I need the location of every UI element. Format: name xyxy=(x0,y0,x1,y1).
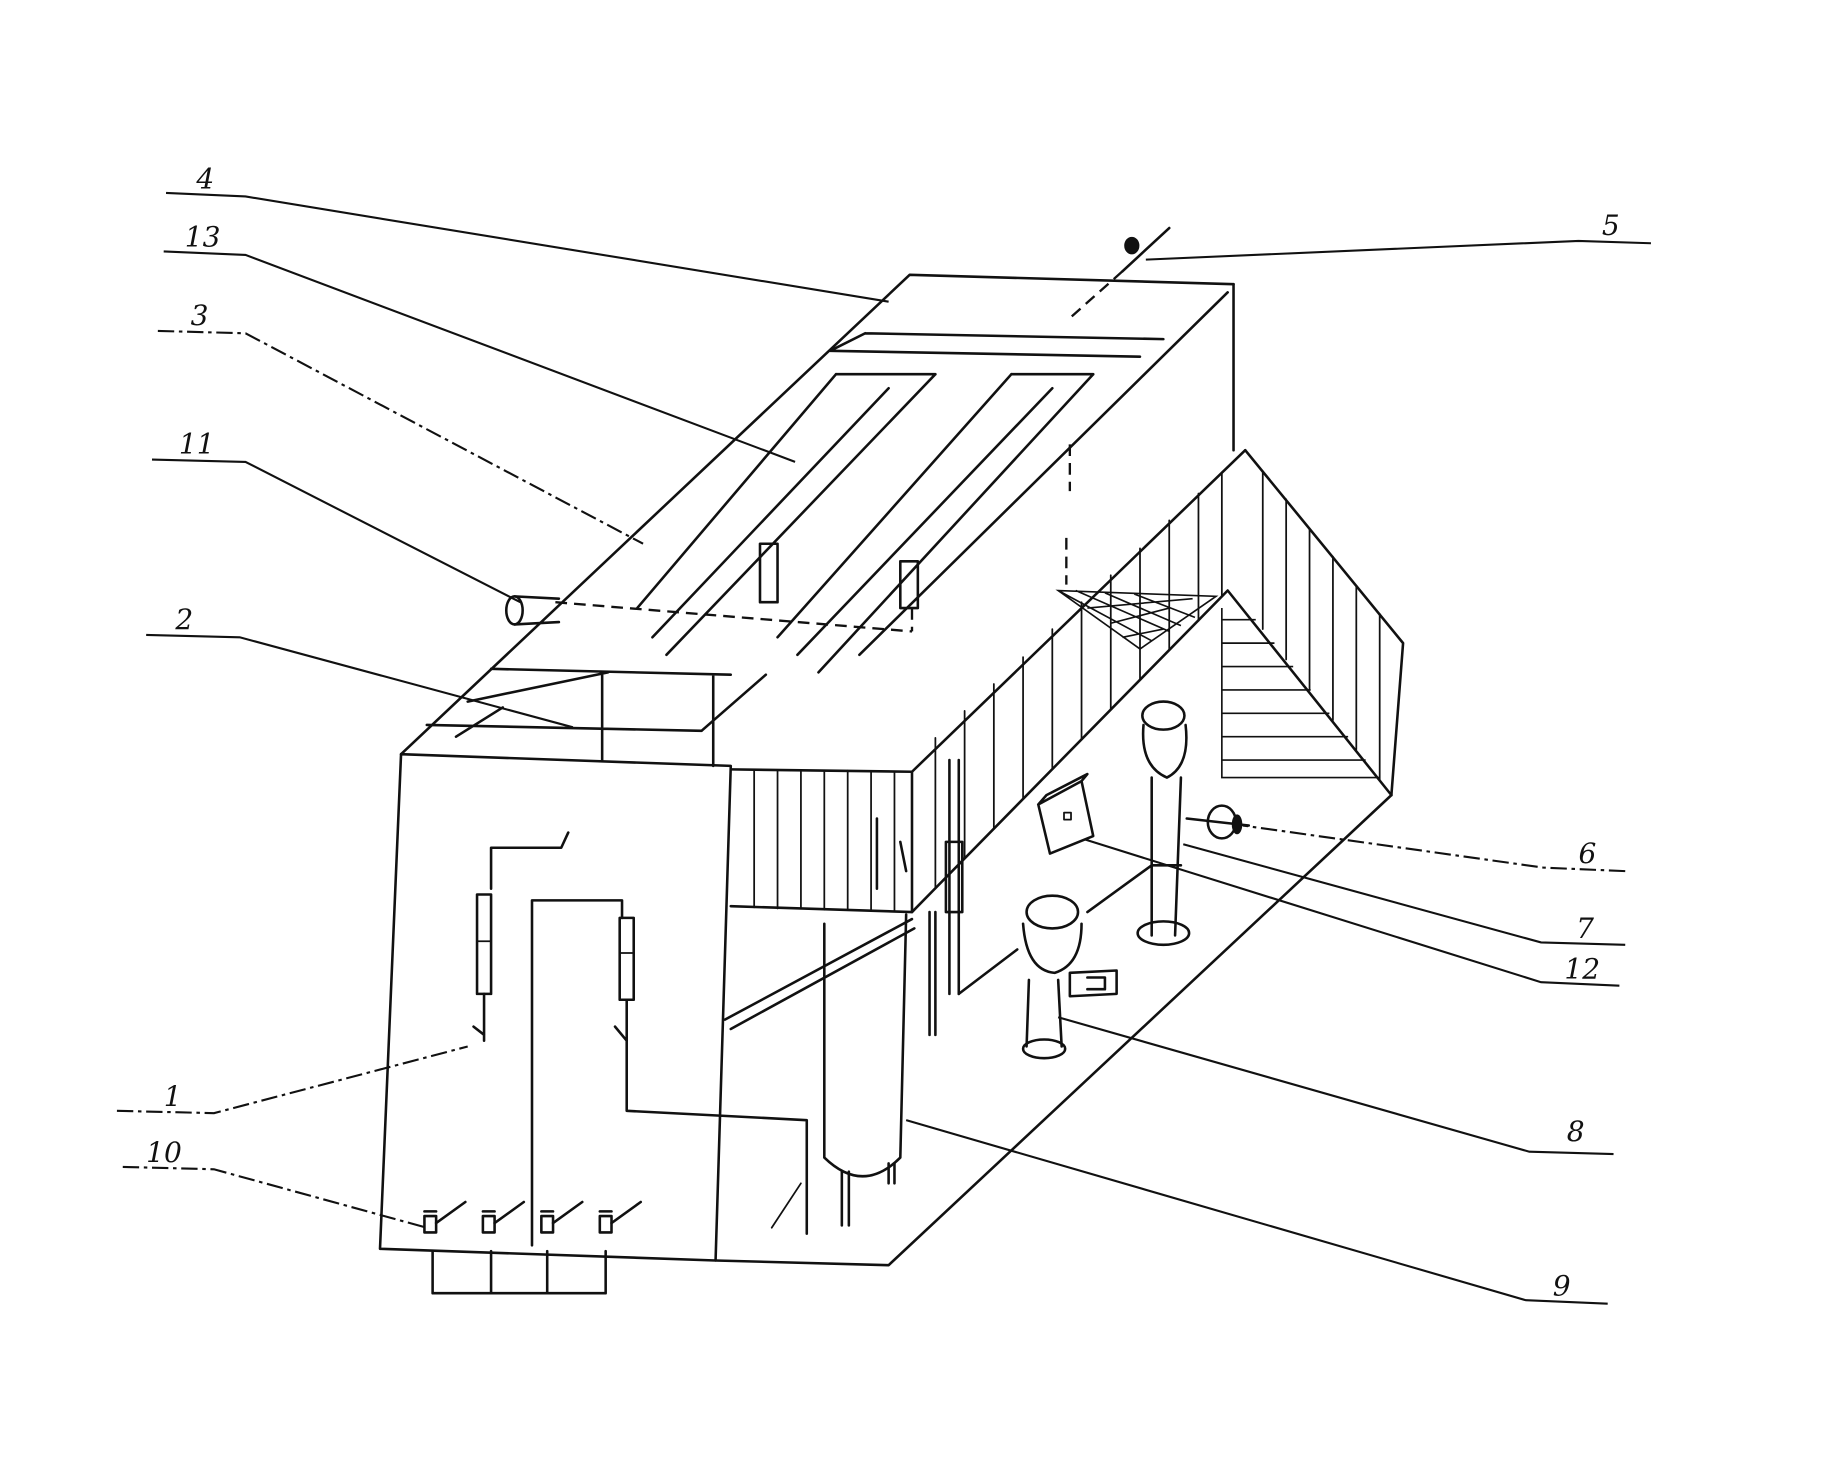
motor-drum-end xyxy=(1231,814,1243,835)
flowmeter-left xyxy=(475,893,493,996)
end-wall-slats xyxy=(1261,470,1381,781)
trough-left xyxy=(635,372,937,657)
valve-4-handle xyxy=(598,1200,643,1225)
inner-floor-edge xyxy=(770,1182,802,1229)
valve-3-handle xyxy=(540,1200,584,1225)
front-face-piping xyxy=(423,831,809,1295)
vertical-pipe-pair xyxy=(928,758,961,1037)
callout-label-8: 8 xyxy=(1567,1115,1585,1148)
exhaust-pipe-assembly xyxy=(1065,226,1171,585)
leader-line-2 xyxy=(146,633,574,729)
exhaust-pipe-hidden xyxy=(1065,270,1124,585)
upper-pipe-left xyxy=(489,831,570,890)
interior-pipes xyxy=(928,758,1153,1037)
valve-1 xyxy=(423,1214,438,1234)
pump-7-base xyxy=(1136,920,1191,947)
end-floor-grating xyxy=(1221,608,1380,779)
front-compartments xyxy=(425,667,768,768)
trough-right xyxy=(776,372,1095,674)
pump-7-head xyxy=(1141,700,1186,731)
callout-labels: 4 13 3 11 2 1 10 5 6 7 12 8 9 xyxy=(146,162,1620,1302)
top-left-long-edge xyxy=(399,273,1235,756)
tank-legs xyxy=(840,1162,896,1227)
pump-7-body xyxy=(1141,723,1188,779)
pump-8-head xyxy=(1025,894,1080,930)
top-interior xyxy=(425,331,1165,768)
leader-line-6 xyxy=(1242,824,1626,873)
main-vertical-pipe xyxy=(530,899,624,1247)
leader-line-1 xyxy=(116,1045,468,1115)
diagonal-strut xyxy=(723,917,916,1031)
leader-line-13 xyxy=(163,250,796,463)
flowmeter-right xyxy=(618,916,636,1002)
pump-7 xyxy=(1136,700,1191,947)
open-side-top-edge xyxy=(729,448,1247,774)
interior-flowmeter xyxy=(944,840,964,914)
floor-pipe xyxy=(957,863,1153,996)
slatted-walls xyxy=(753,470,1381,912)
callout-label-5: 5 xyxy=(1602,209,1620,242)
callout-label-4: 4 xyxy=(195,162,214,195)
container-body xyxy=(378,273,1405,1267)
right-end-frame xyxy=(1243,448,1405,797)
valve-left xyxy=(472,992,486,1042)
front-end-face xyxy=(378,752,733,1262)
front-panel-slats xyxy=(753,769,896,912)
return-pipe xyxy=(613,998,809,1235)
leader-line-7 xyxy=(1182,843,1626,946)
pipe-11-end xyxy=(504,595,524,626)
open-side-bottom-edge xyxy=(729,589,1393,914)
callout-label-11: 11 xyxy=(179,428,215,461)
leader-line-12 xyxy=(1084,838,1620,987)
top-right-inner-edge xyxy=(858,291,1229,657)
pump-7-column xyxy=(1150,776,1183,937)
motor-unit xyxy=(1185,804,1251,840)
pump-8-motor xyxy=(1068,969,1118,998)
valve-4 xyxy=(598,1214,613,1234)
pump-8 xyxy=(1021,894,1118,1060)
tank-body xyxy=(823,913,908,1178)
tank-assembly xyxy=(823,817,908,1227)
valve-3 xyxy=(540,1214,555,1234)
valve-2-handle xyxy=(481,1200,526,1225)
control-box-body xyxy=(1036,772,1095,855)
leader-line-11 xyxy=(151,458,521,604)
callout-label-13: 13 xyxy=(185,221,221,254)
callout-label-7: 7 xyxy=(1576,912,1594,945)
pump-8-base xyxy=(1021,1038,1067,1060)
callout-label-1: 1 xyxy=(164,1080,182,1113)
inner-back-rim xyxy=(828,331,1165,358)
bottom-manifold xyxy=(431,1249,607,1295)
callout-label-3: 3 xyxy=(191,299,209,332)
trough-supports xyxy=(758,542,920,610)
leader-lines xyxy=(116,191,1651,1305)
leader-line-9 xyxy=(905,1119,1608,1305)
bottom-valves xyxy=(423,1200,643,1234)
pump-8-column xyxy=(1025,978,1063,1048)
callout-label-9: 9 xyxy=(1553,1270,1571,1303)
leader-line-10 xyxy=(122,1165,428,1229)
control-box xyxy=(1036,772,1095,855)
support-crossbar xyxy=(555,601,914,633)
valve-1-handle xyxy=(423,1200,467,1225)
leader-line-3 xyxy=(157,329,644,545)
bottom-long-edge xyxy=(714,793,1393,1267)
leader-line-5 xyxy=(1145,239,1651,261)
valve-2 xyxy=(481,1214,496,1234)
callout-label-12: 12 xyxy=(1564,953,1600,986)
exhaust-pipe xyxy=(1121,226,1171,273)
tank-feed-pipe xyxy=(875,817,908,890)
callout-label-6: 6 xyxy=(1578,837,1596,870)
mesh-screen xyxy=(1055,589,1219,650)
pipe-11 xyxy=(513,595,561,626)
leader-line-8 xyxy=(1057,1016,1614,1156)
leader-line-4 xyxy=(165,191,889,303)
side-wall-slats xyxy=(934,471,1223,890)
callout-label-10: 10 xyxy=(146,1136,182,1169)
callout-label-2: 2 xyxy=(174,603,193,636)
pump-8-body xyxy=(1021,922,1083,975)
exhaust-valve xyxy=(1124,236,1140,255)
control-box-indicator xyxy=(1063,811,1072,821)
